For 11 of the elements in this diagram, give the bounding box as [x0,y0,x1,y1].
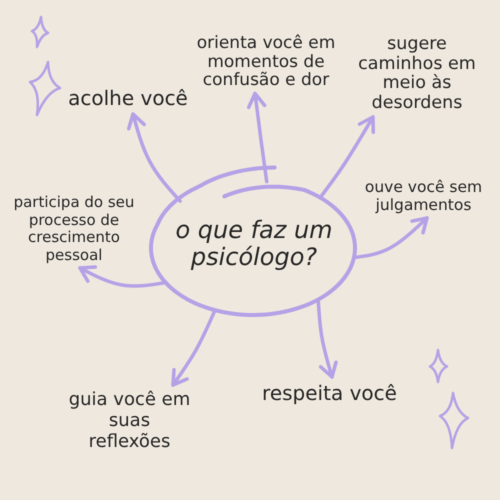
topic-text: orienta você em momentos de confusão e dor [189,32,343,92]
arrow [246,92,268,184]
topic-text: ouve você sem julgamentos [359,176,488,216]
topic-text: participa do seu processo de crescimento pessoal [8,192,140,266]
arrow [318,115,376,200]
topic-text: sugere caminhos em meio às desordens [349,33,485,115]
topic-text: acolhe você [65,84,191,112]
arrow [78,265,168,288]
topic-text: respeita você [259,379,400,407]
topic-text: guia você em suas reflexões [65,387,194,454]
arrow [126,112,182,203]
